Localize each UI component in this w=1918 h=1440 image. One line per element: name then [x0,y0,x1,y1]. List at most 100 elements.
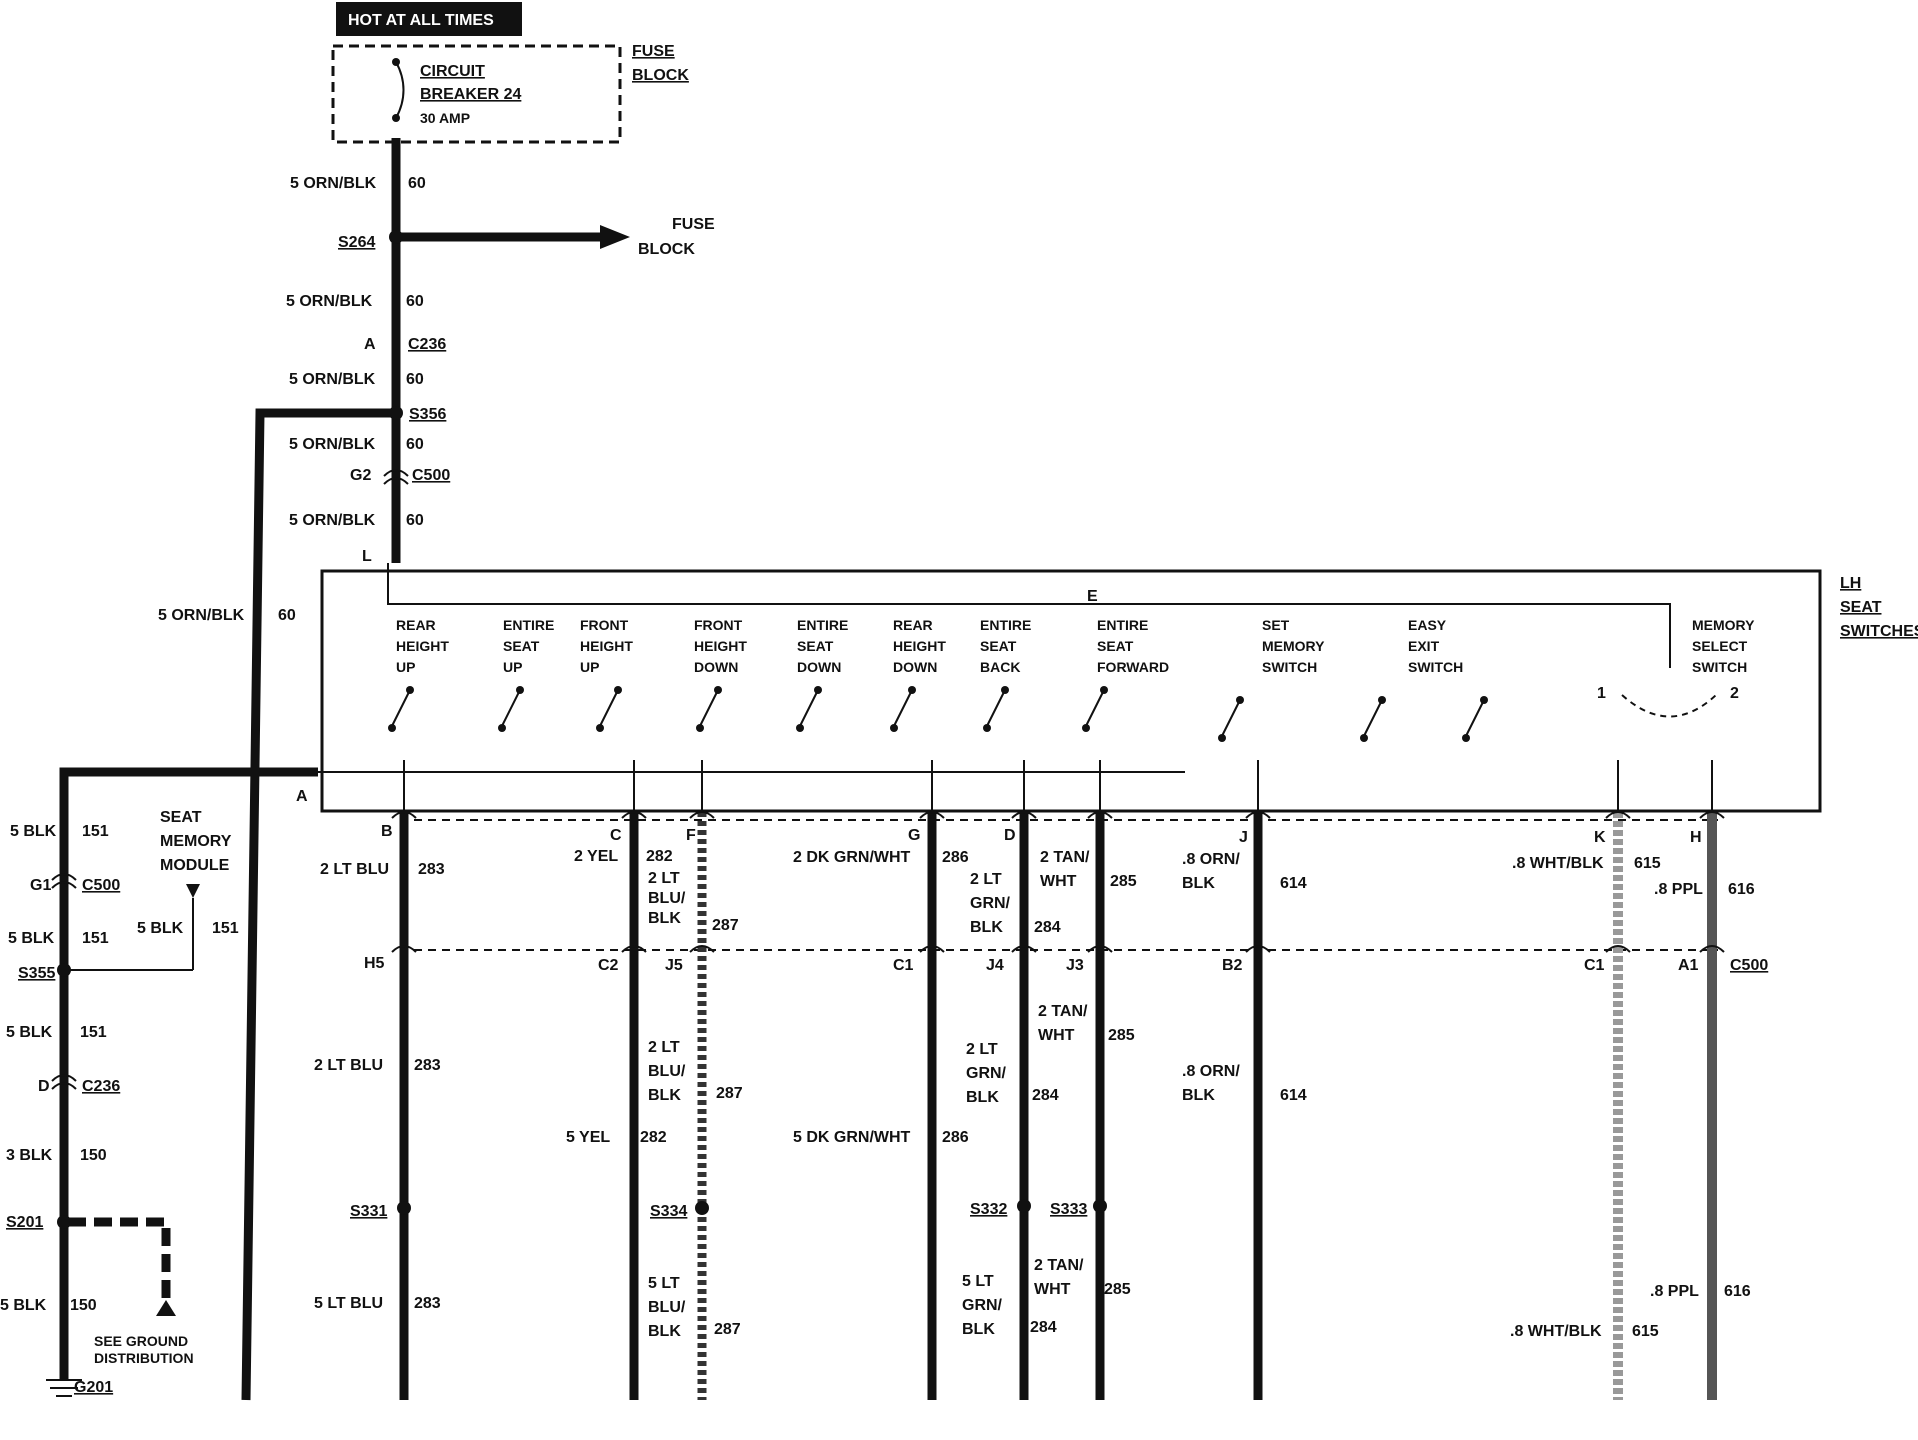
splice-s355: S355 [18,965,55,982]
switch-6-blade [893,689,913,727]
switch-pin-a: A [296,788,308,805]
switch-5-label-3: DOWN [797,659,841,675]
memory-pos-1: 1 [1597,685,1606,702]
w282a: 2 YEL [574,848,618,865]
see-ground-2: DISTRIBUTION [94,1350,194,1366]
fuse-block-arrow-head [600,225,630,249]
gnd-circuit-4: 150 [80,1147,107,1164]
switch-8-contact [1082,724,1090,732]
switch-7-contact [983,724,991,732]
w285a-1: 2 TAN/ [1040,849,1090,866]
wire-284-connector-c500 [1011,945,1037,953]
c284c: 284 [1030,1319,1057,1336]
feed-wire-5: 5 ORN/BLK [289,512,376,529]
w614b-2: BLK [1182,1087,1215,1104]
switch-10-pivot [1378,696,1386,704]
switch-2-label-3: UP [503,659,522,675]
splice-s356: S356 [409,406,446,423]
switch-5-pivot [814,686,822,694]
ground-g201: G201 [74,1379,113,1396]
c285c: 285 [1104,1281,1131,1298]
switch-4-contact [696,724,704,732]
switch-1-label-3: UP [396,659,415,675]
feed-wire-3: 5 ORN/BLK [289,371,376,388]
gnd-connector-c500: C500 [82,877,120,894]
switch-7-blade [986,689,1006,727]
branch-feed-wire [241,408,396,1401]
module-arrow [186,884,200,898]
gnd-wire-1: 5 BLK [10,823,57,840]
w287c-1: 5 LT [648,1275,680,1292]
c615c: 615 [1632,1323,1659,1340]
pin-c1b: C1 [1584,957,1605,974]
w286a: 2 DK GRN/WHT [793,849,911,866]
wire-616-connector-c500 [1699,945,1725,953]
switch-3-blade [599,689,619,727]
switch-7-label-2: SEAT [980,638,1017,654]
out-pin-d: D [1004,827,1016,844]
switch-6-label-3: DOWN [893,659,937,675]
feed-wire-1: 5 ORN/BLK [290,175,377,192]
switch-8-blade [1085,689,1105,727]
ground-distribution-wire [68,1217,171,1302]
pin-a-c236: A [364,336,376,353]
switch-1-contact [388,724,396,732]
w287c-3: BLK [648,1323,681,1340]
switch-4-blade [699,689,719,727]
switch-1-blade [391,689,411,727]
splice-s264: S264 [338,234,375,251]
switch-2-label-1: ENTIRE [503,617,554,633]
w285c-1: 2 TAN/ [1034,1257,1084,1274]
switch-4-label-2: HEIGHT [694,638,747,654]
switch-7-label-1: ENTIRE [980,617,1031,633]
pin-l: L [362,548,372,565]
splice-s355-dot [57,963,71,977]
c614a: 614 [1280,875,1307,892]
w287a-1: 2 LT [648,870,680,887]
wire-286-connector-c500 [919,945,945,953]
w283c: 5 LT BLU [314,1295,383,1312]
splice-s333: S333 [1050,1201,1087,1218]
switch-1-label-1: REAR [396,617,436,633]
out-pin-b: B [381,823,393,840]
splice-s201: S201 [6,1214,43,1231]
switch-9-pivot [1236,696,1244,704]
switch-11-label-1: MEMORY [1692,617,1755,633]
gnd-circuit-2: 151 [82,930,109,947]
c614b: 614 [1280,1087,1307,1104]
switch-8-pivot [1100,686,1108,694]
feed-wire-2: 5 ORN/BLK [286,293,373,310]
w284c-2: GRN/ [962,1297,1003,1314]
splice-dot-4 [1093,1199,1107,1213]
switch-9-label-1: SET [1262,617,1290,633]
switch-10-blade [1363,699,1383,737]
switch-2-pivot [516,686,524,694]
pin-h5: H5 [364,955,385,972]
switch-4-label-1: FRONT [694,617,743,633]
pin-j5: J5 [665,957,683,974]
breaker-label-1: CIRCUIT [420,63,485,80]
c284a: 284 [1034,919,1061,936]
switch-9-blade [1221,699,1241,737]
c283c: 283 [414,1295,441,1312]
switch-1-pivot [406,686,414,694]
switch-3-contact [596,724,604,732]
switch-10-contact [1360,734,1368,742]
c282b: 282 [640,1129,667,1146]
switch-3-label-1: FRONT [580,617,629,633]
w284b-3: BLK [966,1089,999,1106]
switch-3-pivot [614,686,622,694]
wire-614-connector-c500 [1245,945,1271,953]
gnd-circuit-5: 150 [70,1297,97,1314]
memory-select-blade [1621,694,1717,718]
switch-7-label-3: BACK [980,659,1020,675]
gnd-wire-3: 5 BLK [6,1024,53,1041]
switch-feed-bus [387,563,1671,668]
ground-wire-151-top [59,767,318,1380]
switch-9-label-2: MEMORY [1262,638,1325,654]
module-wire: 5 BLK [137,920,184,937]
w614a-2: BLK [1182,875,1215,892]
w286b: 5 DK GRN/WHT [793,1129,911,1146]
switch-5-label-1: ENTIRE [797,617,848,633]
ground-symbol [46,1379,82,1397]
